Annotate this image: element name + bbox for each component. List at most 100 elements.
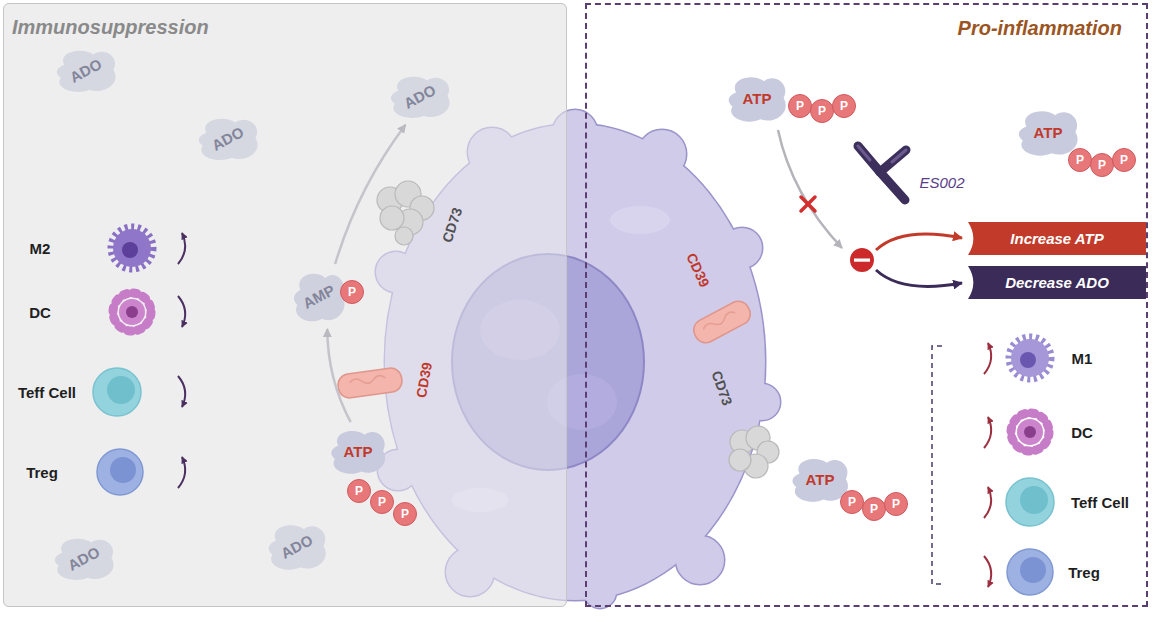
molecule-blob: ADO [262,518,332,574]
molecule-name: ATP [1034,124,1063,141]
molecule-shape [269,525,326,569]
treg-icon [1007,549,1053,595]
molecule-blob: ATP [325,424,391,478]
cd73-protein [380,206,404,230]
panel-title: Immunosuppression [12,16,209,39]
panel-ground [3,3,567,607]
trend-arrow [984,343,991,374]
cell-type-label: DC [29,304,51,321]
trend-arrow [984,417,991,448]
phosphate-label: P [393,502,417,526]
macrophage-icon [1009,337,1051,379]
effect-band: Increase ATP [968,222,1146,255]
dendritic-cell-icon [1011,413,1049,451]
molecule-blob: ADO [192,112,264,164]
t-cell-icon [93,368,141,416]
macrophage-icon [122,242,138,258]
molecule-name: ATP [806,471,835,488]
treg-icon [110,457,136,483]
treg-icon [1020,557,1046,583]
dendritic-cell-icon [119,299,145,325]
effect-arrow [876,234,962,250]
cd39-protein [690,297,754,346]
protein-label: CD73 [439,206,465,245]
cell-type-label: M2 [30,240,51,257]
reaction-arrow [327,329,350,422]
treg-icon [97,449,143,495]
antibody-icon [880,150,906,172]
cd39-protein [349,375,385,386]
antibody-icon [892,150,906,162]
treg-icon [97,449,143,495]
protein-label: CD73 [708,368,735,407]
molecule-blob: ADO [50,44,122,96]
cd73-protein [729,449,751,471]
cd73-protein [377,181,434,245]
cd73-protein [729,426,779,478]
cell-type-label: Teff Cell [1071,494,1129,511]
molecule-shape [294,274,345,322]
panel-wash [3,3,567,607]
panel: ImmunosuppressionADOADOADOAMPATPADOADO [3,3,567,607]
phosphate-label: P [788,94,812,118]
phosphate-label: P [810,99,834,123]
phosphate-label: P [862,497,886,521]
molecule-blob: ADO [48,532,120,584]
cell-type-label: DC [1071,424,1093,441]
antibody-icon [858,146,906,200]
molecule-shape [391,77,450,118]
molecule-shape [199,119,258,160]
cell-type-label: Treg [1068,564,1100,581]
dendritic-cell-icon [113,293,151,331]
cd39-protein [337,367,404,400]
cd39-protein [690,297,754,346]
dendritic-cell-icon [126,306,138,318]
antibody-icon [880,172,905,200]
phosphate-label: P [1090,153,1114,177]
molecule-shape [1019,111,1078,155]
dendritic-cell-icon [1024,426,1036,438]
phosphate-label: P [1068,148,1092,172]
macrophage-icon [1011,339,1049,377]
trend-arrow [984,487,991,518]
t-cell-icon [93,368,141,416]
cell-body [610,206,670,234]
block-cross [801,197,815,211]
trend-arrow [178,233,185,488]
cell-type-label: Treg [26,464,58,481]
phosphate-label: P [340,280,364,304]
phosphate-label: P [840,490,864,514]
trend-arrow [984,556,991,587]
phosphate-label: P [1112,148,1136,172]
protein-label: CD39 [683,250,713,289]
macrophage-icon [1020,352,1036,368]
molecule-name: ATP [344,443,373,460]
cd73-protein [395,227,413,245]
cell-type-label: M1 [1072,350,1093,367]
t-cell-icon [1020,486,1048,514]
macrophage-icon [113,229,151,267]
antibody-label: ES002 [919,174,964,191]
cd39-protein [337,367,404,400]
phosphate-label: P [884,492,908,516]
reaction-arrow [335,125,405,265]
molecule-shape [729,77,786,121]
phosphate-label: P [832,94,856,118]
cell-type-label: Teff Cell [18,384,76,401]
inhibit-symbol [850,248,874,272]
molecule-shape [57,51,116,92]
molecule-name: ATP [743,90,772,107]
molecule-blob: ADO [384,70,456,122]
phosphate-label: P [370,490,394,514]
dendritic-cell-icon [113,293,151,331]
dendritic-cell-icon [1017,419,1043,445]
block-cross [801,197,815,211]
trend-arrow [178,376,185,407]
molecule-blob: ATP [722,70,792,126]
group-bracket [932,346,942,584]
band-shape [968,222,1146,255]
antibody-icon [858,146,880,172]
